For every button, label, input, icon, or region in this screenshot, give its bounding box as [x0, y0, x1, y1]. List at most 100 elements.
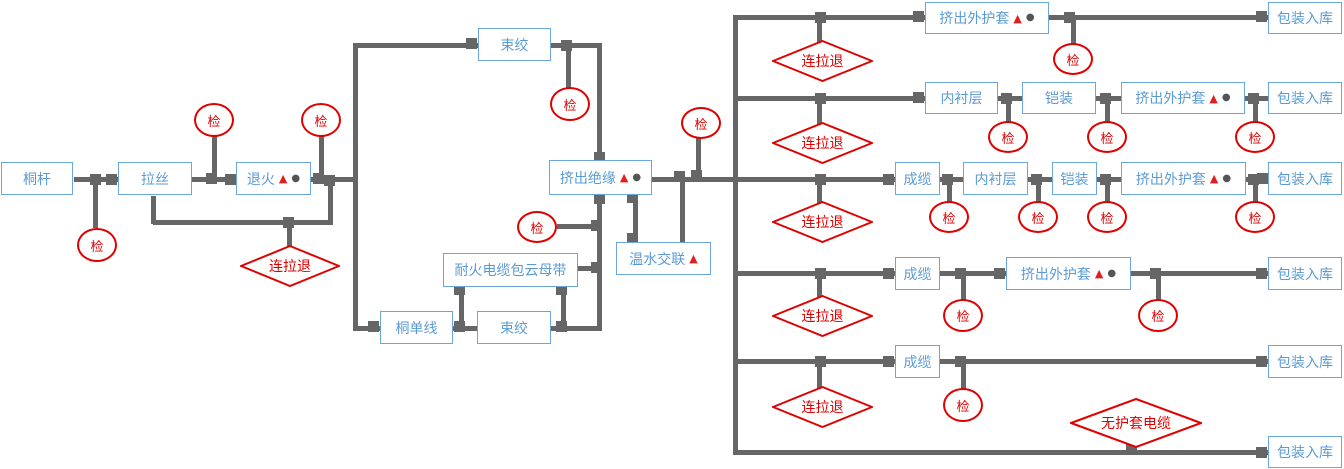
box-packaging-storage-3-label: 包装入库: [1277, 171, 1333, 188]
connector-line: [212, 135, 217, 179]
inspection-label: 检: [942, 211, 956, 227]
diamond-unsheathed-cable: 无护套电缆: [1070, 398, 1202, 448]
junction-nub: [1001, 93, 1012, 104]
box-armoring-2-label: 铠装: [1060, 171, 1089, 188]
junction-nub: [324, 175, 335, 186]
inspection-label: 检: [207, 114, 221, 130]
junction-nub: [454, 321, 465, 332]
junction-nub: [627, 233, 638, 244]
inspection-label: 检: [956, 399, 970, 415]
box-wire-drawing-label: 拉丝: [141, 171, 169, 188]
connector-line: [1105, 99, 1110, 123]
inspection-label: 检: [563, 98, 577, 114]
inspection-label: 检: [1151, 310, 1165, 325]
diamond-continuous-draw-anneal-1: 连拉退: [240, 245, 340, 287]
inspection-oval-14: 检: [1235, 201, 1275, 233]
diamond-continuous-draw-anneal-5: 连拉退: [772, 295, 873, 337]
box-outer-sheath-extrusion-3-label: 挤出外护套: [1135, 171, 1206, 188]
box-outer-sheath-extrusion-4: 挤出外护套▲●: [1006, 257, 1131, 290]
box-insulation-extrusion-label: 挤出绝缘: [559, 170, 616, 187]
connector-line: [328, 179, 333, 225]
inspection-label: 检: [1066, 53, 1080, 69]
diamond-label: 连拉退: [801, 309, 844, 325]
box-copper-single-wire-label: 桐单线: [395, 320, 438, 337]
junction-nub: [955, 268, 966, 279]
diamond-continuous-draw-anneal-2: 连拉退: [772, 40, 873, 82]
box-cabling-1-label: 成缆: [903, 171, 932, 188]
box-inner-lining-1-label: 内衬层: [940, 91, 983, 107]
connector-line: [940, 359, 1268, 364]
box-packaging-storage-4: 包装入库: [1268, 257, 1342, 290]
inspection-oval-1: 检: [77, 228, 117, 262]
junction-nub: [556, 321, 567, 332]
box-insulation-extrusion: 挤出绝缘▲●: [549, 160, 652, 195]
junction-nub: [466, 38, 477, 49]
connector-line: [817, 99, 822, 124]
box-warm-water-crosslinking-label: 温水交联: [629, 251, 686, 268]
box-copper-rod-label: 桐杆: [23, 171, 51, 188]
connector-line: [151, 196, 156, 224]
box-outer-sheath-extrusion-1: 挤出外护套▲●: [925, 2, 1049, 34]
connector-line: [947, 180, 952, 203]
junction-nub: [955, 356, 966, 367]
junction-nub: [225, 174, 236, 185]
box-packaging-storage-1-label: 包装入库: [1277, 11, 1333, 27]
junction-nub: [1031, 174, 1042, 185]
junction-nub: [1150, 268, 1161, 279]
dot-marker: ●: [632, 171, 642, 183]
connector-line: [551, 43, 602, 48]
box-packaging-storage-6: 包装入库: [1268, 436, 1342, 468]
connector-line: [557, 224, 602, 229]
junction-nub: [1256, 11, 1267, 22]
diamond-label: 连拉退: [801, 400, 844, 416]
inspection-label: 检: [530, 221, 544, 237]
connector-line: [1253, 99, 1258, 123]
junction-nub: [942, 174, 953, 185]
junction-nub: [1100, 174, 1111, 185]
connector-line: [353, 43, 358, 331]
junction-nub: [1257, 173, 1268, 184]
triangle-marker: ▲: [278, 172, 288, 185]
junction-nub: [313, 173, 324, 184]
box-packaging-storage-2: 包装入库: [1268, 82, 1342, 114]
box-inner-lining-2: 内衬层: [963, 162, 1028, 195]
junction-nub: [594, 152, 605, 163]
connector-line: [287, 222, 292, 246]
box-packaging-storage-4-label: 包装入库: [1277, 266, 1333, 283]
junction-nub: [674, 171, 685, 182]
box-outer-sheath-extrusion-2-label: 挤出外护套: [1135, 91, 1206, 107]
box-bunching-bottom: 束绞: [477, 311, 551, 344]
inspection-oval-13: 检: [1087, 201, 1127, 233]
inspection-label: 检: [90, 239, 104, 255]
inspection-oval-4: 检: [550, 87, 590, 121]
connector-line: [93, 180, 98, 228]
junction-nub: [591, 262, 602, 273]
box-bunching-top-label: 束绞: [500, 37, 529, 54]
junction-nub: [594, 193, 605, 204]
diamond-label: 连拉退: [801, 215, 844, 231]
connector-line: [817, 18, 822, 42]
connector-line: [561, 285, 566, 328]
inspection-oval-11: 检: [929, 201, 969, 233]
inspection-label: 检: [956, 310, 970, 325]
box-packaging-storage-6-label: 包装入库: [1277, 445, 1333, 461]
connector-line: [680, 180, 685, 242]
connector-line: [551, 326, 602, 331]
junction-nub: [1256, 268, 1267, 279]
inspection-oval-9: 检: [1087, 121, 1127, 153]
junction-nub: [1064, 12, 1075, 23]
box-fire-cable-mica-tape-label: 耐火电缆包云母带: [454, 263, 567, 279]
connector-line: [961, 274, 966, 301]
junction-nub: [913, 92, 924, 103]
box-armoring-1-label: 铠装: [1045, 91, 1073, 107]
diamond-label: 无护套电缆: [1101, 416, 1171, 432]
triangle-marker: ▲: [619, 171, 629, 184]
box-packaging-storage-3: 包装入库: [1268, 162, 1342, 195]
box-warm-water-crosslinking: 温水交联▲: [616, 242, 711, 275]
triangle-marker: ▲: [1094, 267, 1104, 280]
dot-marker: ●: [1107, 267, 1117, 279]
junction-nub: [815, 356, 826, 367]
box-annealing: 退火▲●: [236, 162, 311, 195]
connector-line: [353, 326, 380, 331]
